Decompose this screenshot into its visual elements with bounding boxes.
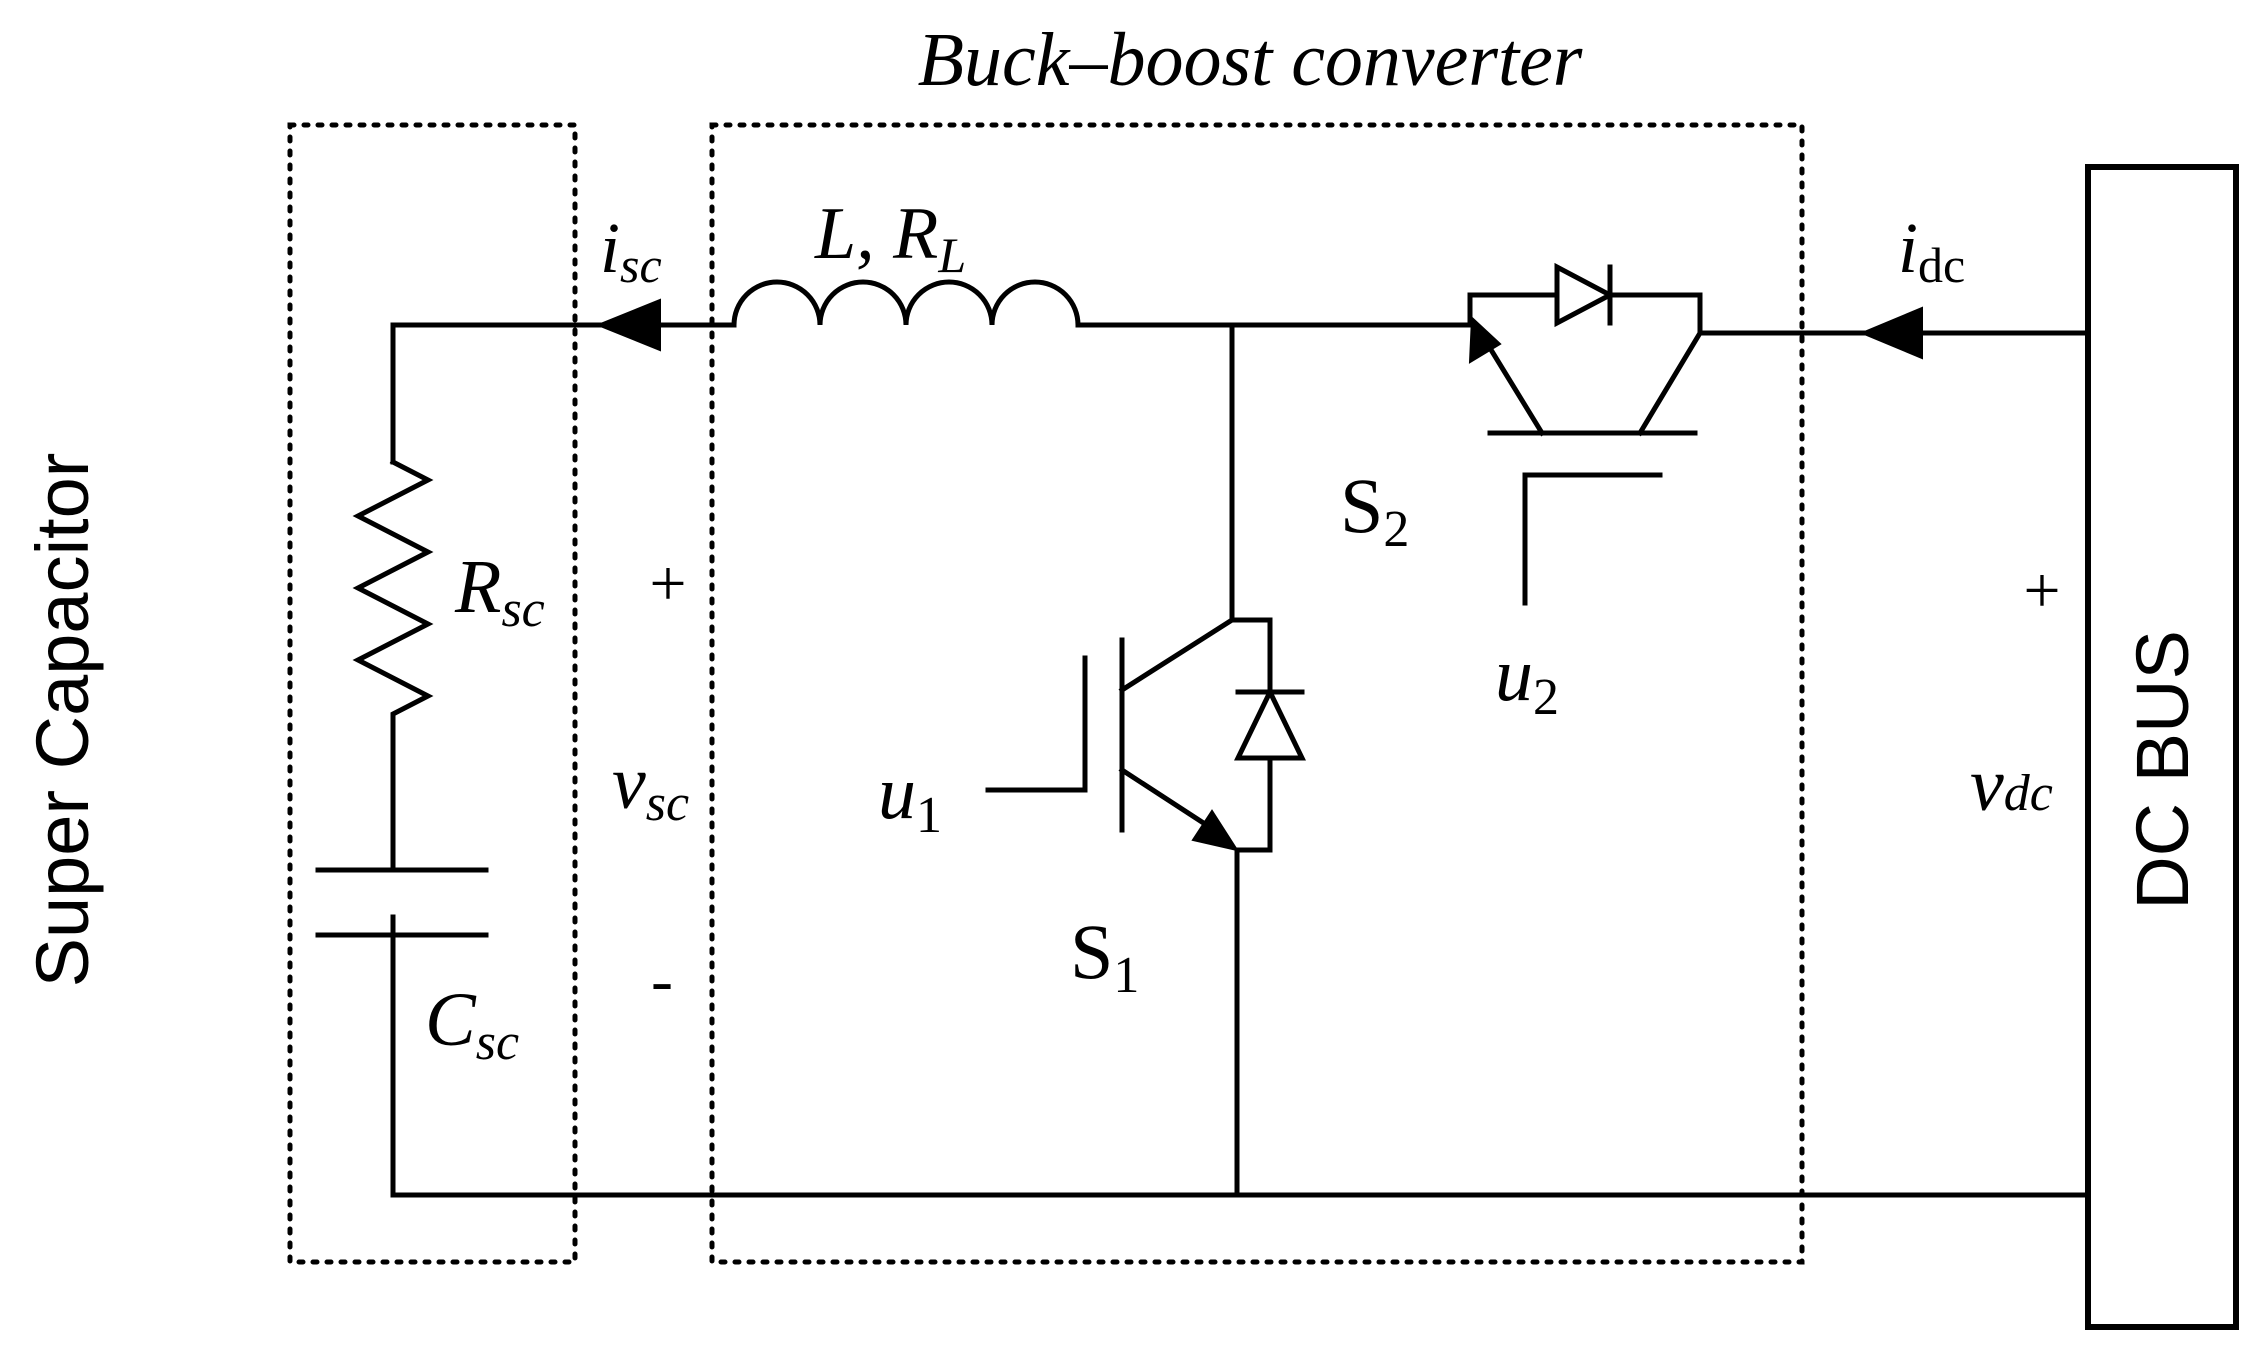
resistor-label: Rsc [454, 545, 545, 638]
super-capacitor-label: Super Capacitor [21, 453, 104, 988]
switch1-label: S1 [1070, 908, 1139, 1004]
supercapacitor-box [287, 122, 578, 1265]
switch2-collector-leg [1636, 329, 1704, 437]
current-dc-label: idc [1898, 208, 1965, 293]
switch1-diode [1234, 686, 1306, 761]
diagram-title: Buck–boost converter [918, 18, 1583, 102]
capacitor-label: Csc [425, 978, 519, 1071]
converter-box [709, 122, 1805, 1265]
top-wire-left [390, 322, 737, 465]
switch2-diode [1554, 262, 1616, 328]
resistor-rsc [352, 458, 434, 865]
dc-bus-box [2085, 164, 2239, 1330]
voltage-sc-label: vsc [612, 741, 689, 832]
switch1-gate [985, 655, 1088, 793]
dc-bus-label: DC BUS [2121, 630, 2204, 910]
switch2-gate [1522, 472, 1663, 606]
switch2-emitter-arrow [1468, 315, 1502, 364]
bottom-wire [390, 914, 2091, 1198]
switch2-emitter-leg [1481, 336, 1546, 437]
switch2-label: S2 [1340, 462, 1409, 558]
switch1-collector-leg [1118, 616, 1236, 694]
voltage-dc-plus: + [2023, 554, 2060, 627]
current-sc-arrow [595, 298, 661, 352]
current-dc-arrow [1859, 306, 1923, 360]
current-sc-label: isc [600, 208, 662, 293]
inductor-coil [731, 279, 1081, 328]
voltage-sc-minus: - [651, 944, 673, 1017]
voltage-sc-plus: + [649, 547, 686, 620]
switch1-emitter-arrow [1191, 809, 1240, 852]
control2-label: u2 [1495, 633, 1559, 726]
inductor-label: L, RL [814, 193, 966, 283]
voltage-dc-label: vdc [1970, 743, 2053, 827]
control1-label: u1 [878, 751, 942, 844]
top-wire-middle [1075, 292, 1473, 328]
